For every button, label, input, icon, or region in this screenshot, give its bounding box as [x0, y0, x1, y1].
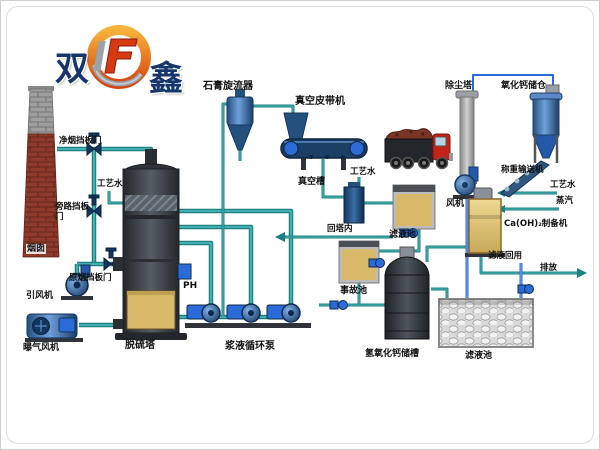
label-return-tower: 回塔内 [327, 224, 353, 234]
label-caoh-machine: Ca(OH)₂制备机 [504, 219, 568, 229]
label-discharge: 排放 [540, 263, 558, 273]
label-raw-damper: 原烟挡板门 [69, 273, 112, 283]
label-clean-damper: 净烟挡板门 [59, 136, 102, 146]
agitator-motor [399, 246, 415, 259]
clean-flue-damper-valve [86, 132, 102, 157]
label-bypass-damper: 旁路挡板门 [55, 202, 90, 222]
calcium-hydroxide-storage-tank [384, 246, 430, 340]
small-transfer-pumps [329, 228, 534, 310]
label-induced-fan: 引风机 [25, 291, 55, 302]
label-vacuum-tank: 真空槽 [298, 177, 326, 187]
label-accident-pool: 事故池 [340, 286, 368, 296]
label-caoh-storage: 氢氧化钙储槽 [365, 349, 420, 359]
slurry-pump [185, 303, 231, 328]
label-slurry-pumps: 浆液循环泵 [225, 341, 275, 352]
bypass-damper-valve [86, 194, 102, 219]
fan-unit [453, 166, 479, 199]
label-fan: 风机 [446, 199, 465, 209]
label-process-water-right: 工艺水 [550, 180, 576, 190]
caoh2-preparation-machine [465, 187, 505, 257]
slurry-circulation-pumps [185, 303, 311, 328]
label-vacuum-belt: 真空皮带机 [295, 96, 345, 107]
transfer-pump [368, 258, 385, 268]
label-gypsum-cyclone: 石膏旋流器 [203, 81, 253, 92]
vacuum-belt-machine [280, 112, 368, 170]
logo-emblem [87, 25, 151, 89]
vacuum-tank-unit [343, 182, 365, 224]
transfer-pump [329, 300, 348, 310]
gypsum-truck [384, 128, 453, 170]
chimney-stack [22, 86, 60, 258]
weighing-conveyor-unit [500, 160, 550, 198]
transfer-pump [399, 228, 418, 238]
filtrate-pool-small-tank [392, 184, 436, 230]
calcium-oxide-silo [529, 84, 563, 163]
label-dust-tower: 除尘塔 [445, 81, 473, 91]
label-desulf-tower: 脱硫塔 [125, 340, 155, 351]
label-filtrate-pool-small: 滤液池 [389, 230, 417, 240]
label-filtrate-reuse: 滤液回用 [488, 251, 523, 261]
label-process-water-left: 工艺水 [97, 179, 123, 189]
induced-draft-fan [61, 264, 93, 300]
aeration-blower [25, 313, 83, 342]
gypsum-cyclone-unit [226, 89, 254, 151]
slurry-pump [265, 303, 311, 328]
slurry-pump [225, 303, 271, 328]
label-cao-silo: 氧化钙储仓 [501, 81, 547, 91]
logo-char-right: 鑫 [149, 59, 183, 99]
label-chimney: 烟囱 [26, 244, 47, 255]
filtrate-pool-large-basin [438, 298, 534, 348]
label-weigh-conveyor: 称重输送机 [501, 165, 544, 175]
arrow-discharge [577, 268, 587, 278]
arrow-return [275, 232, 285, 242]
label-aeration-fan: 曝气风机 [23, 343, 60, 353]
label-filtrate-pool-large: 滤液池 [465, 351, 493, 361]
desulfurization-tower [113, 149, 192, 340]
label-ph: PH [183, 281, 198, 291]
label-process-water-mid: 工艺水 [350, 167, 376, 177]
logo-char-left: 双 [55, 49, 89, 89]
truck-window [434, 136, 447, 147]
ph-sensor [177, 263, 192, 280]
belt-feed-hopper [283, 112, 309, 140]
label-steam: 蒸汽 [556, 196, 574, 206]
transfer-pump [517, 284, 534, 294]
